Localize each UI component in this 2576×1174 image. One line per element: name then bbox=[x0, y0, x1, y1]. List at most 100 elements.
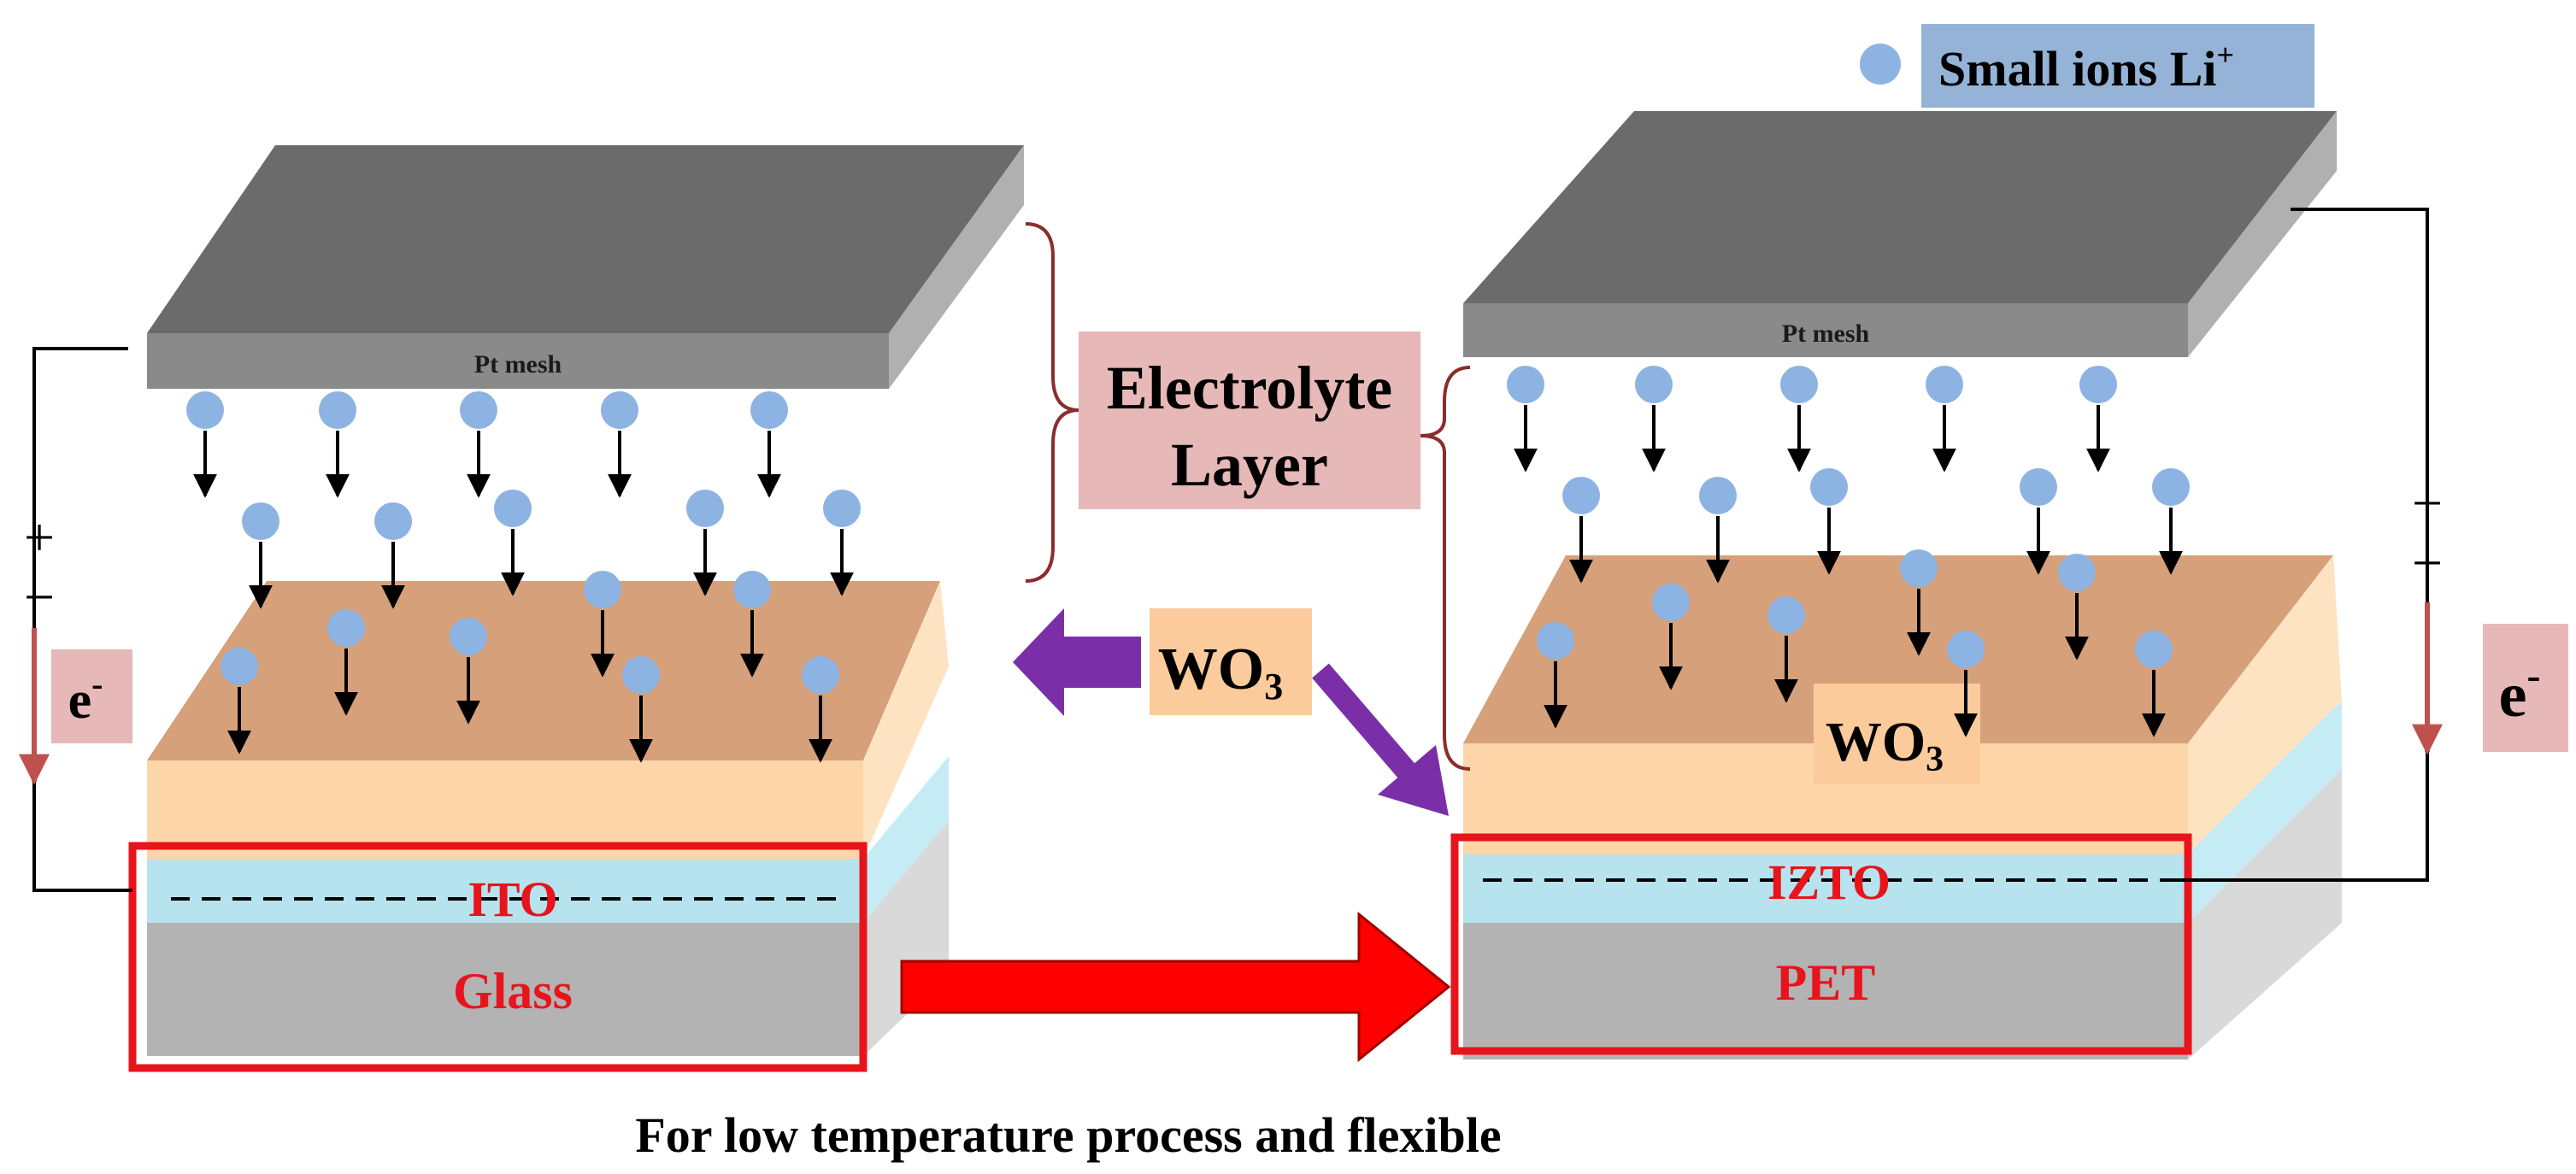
caption: For low temperature process and flexible bbox=[635, 1107, 1501, 1163]
right-plus-sign: + bbox=[2412, 473, 2443, 533]
right-electrolyte-brace bbox=[1420, 366, 1471, 771]
right-lithium-ion bbox=[1635, 366, 1673, 403]
legend-ion-icon bbox=[1860, 44, 1901, 85]
left-circuit-wire bbox=[32, 347, 132, 892]
right-pt-front bbox=[1463, 303, 2188, 357]
left-electron-sup: - bbox=[91, 665, 103, 703]
left-minus-sign: − bbox=[24, 566, 55, 627]
left-lithium-ion bbox=[584, 571, 621, 608]
right-lithium-ion bbox=[2135, 631, 2173, 668]
right-lithium-ion bbox=[1652, 584, 1690, 621]
right-pt-top bbox=[1463, 111, 2337, 303]
left-pt-front bbox=[147, 333, 889, 389]
left-substrate-label: Glass bbox=[453, 963, 573, 1019]
left-pt-side bbox=[889, 145, 1024, 389]
right-izto-side bbox=[2188, 701, 2342, 923]
right-wo3-text: WO bbox=[1826, 711, 1926, 773]
right-circuit-wire bbox=[2175, 208, 2429, 882]
left-device: Pt mesh ITO Glass + − e- bbox=[19, 145, 1024, 1072]
right-minus-sign: − bbox=[2412, 532, 2443, 593]
right-wo3-label-box bbox=[1814, 684, 1980, 784]
legend-label-text: Small ions Li bbox=[1938, 41, 2217, 97]
right-pet-layer bbox=[1463, 923, 2188, 1060]
left-highlight-box bbox=[128, 842, 867, 1072]
legend-label: Small ions Li+ bbox=[1938, 38, 2234, 97]
left-lithium-ion bbox=[460, 391, 497, 429]
left-conductor-label: ITO bbox=[468, 872, 557, 927]
left-lithium-ion bbox=[823, 490, 861, 527]
legend-label-box bbox=[1921, 24, 2314, 108]
left-electron-e: e bbox=[68, 672, 92, 730]
right-pet-side bbox=[2188, 769, 2342, 1060]
left-lithium-ion bbox=[802, 656, 839, 694]
left-ito-layer bbox=[147, 859, 863, 923]
purple-arrow-left bbox=[1013, 608, 1141, 716]
left-plus-sign: + bbox=[24, 507, 55, 567]
electrolyte-label-line1: Electrolyte bbox=[1107, 354, 1393, 422]
left-lithium-ion bbox=[601, 391, 638, 429]
left-electrolyte-brace bbox=[1025, 222, 1079, 583]
right-lithium-ion bbox=[2152, 468, 2190, 506]
left-lithium-ion bbox=[622, 656, 660, 694]
right-lithium-ion bbox=[1507, 366, 1544, 403]
left-ito-side bbox=[863, 756, 949, 923]
right-lithium-ion bbox=[1767, 596, 1805, 634]
purple-arrow-down-right bbox=[1312, 663, 1449, 816]
right-electron-e: e bbox=[2499, 660, 2527, 731]
purple-arrow-shaft bbox=[1312, 663, 1417, 781]
right-wo3-side bbox=[2188, 555, 2342, 854]
right-lithium-ion bbox=[2058, 554, 2096, 591]
left-lithium-ion bbox=[186, 391, 224, 429]
left-lithium-ion bbox=[750, 391, 788, 429]
left-pt-top bbox=[147, 145, 1024, 333]
right-wo3-label: WO3 bbox=[1826, 711, 1944, 779]
left-lithium-ion bbox=[242, 502, 279, 540]
right-lithium-ion bbox=[1900, 549, 1938, 587]
right-lithium-ion bbox=[1810, 468, 1848, 506]
right-electron-sup: - bbox=[2526, 653, 2540, 698]
right-electron-box bbox=[2483, 624, 2568, 752]
electrolyte-label-box bbox=[1079, 332, 1420, 509]
right-izto-layer bbox=[1463, 854, 2188, 923]
left-glass-side bbox=[863, 820, 949, 1056]
left-glass-layer bbox=[147, 923, 863, 1056]
center-wo3-label: WO3 bbox=[1158, 637, 1283, 707]
right-electron-label: e- bbox=[2499, 653, 2541, 731]
left-lithium-ion bbox=[686, 490, 724, 527]
legend: Small ions Li+ bbox=[1860, 24, 2314, 108]
left-lithium-ion bbox=[494, 490, 532, 527]
right-conductor-label: IZTO bbox=[1767, 854, 1891, 910]
right-lithium-ion bbox=[1926, 366, 1963, 403]
right-lithium-ion bbox=[2079, 366, 2117, 403]
center-wo3-label-box bbox=[1150, 608, 1312, 715]
left-lithium-ion bbox=[733, 571, 771, 608]
left-ion-field bbox=[186, 391, 861, 763]
legend-label-sup: + bbox=[2217, 38, 2235, 72]
right-wo3-subscript: 3 bbox=[1926, 740, 1944, 779]
left-lithium-ion bbox=[327, 609, 365, 647]
right-highlight-box bbox=[1450, 833, 2192, 1055]
left-lithium-ion bbox=[319, 391, 356, 429]
electrolyte-label-line2: Layer bbox=[1171, 431, 1328, 499]
left-pt-label: Pt mesh bbox=[474, 350, 562, 379]
left-wo3-side bbox=[863, 581, 949, 859]
right-lithium-ion bbox=[1780, 366, 1818, 403]
left-lithium-ion bbox=[374, 502, 412, 540]
purple-arrow-head bbox=[1378, 745, 1449, 816]
left-lithium-ion bbox=[450, 618, 487, 655]
right-pt-side bbox=[2188, 111, 2337, 357]
left-lithium-ion bbox=[221, 648, 258, 685]
right-substrate-label: PET bbox=[1776, 954, 1876, 1011]
right-lithium-ion bbox=[2020, 468, 2057, 506]
right-lithium-ion bbox=[1699, 477, 1737, 514]
right-ion-field bbox=[1507, 366, 2190, 737]
left-electron-label: e- bbox=[68, 665, 103, 730]
red-transition-arrow bbox=[900, 911, 1451, 1063]
right-lithium-ion bbox=[1562, 477, 1600, 514]
right-pt-label: Pt mesh bbox=[1782, 320, 1870, 348]
right-lithium-ion bbox=[1537, 622, 1574, 660]
left-electron-box bbox=[51, 649, 132, 743]
right-lithium-ion bbox=[1947, 631, 1985, 668]
